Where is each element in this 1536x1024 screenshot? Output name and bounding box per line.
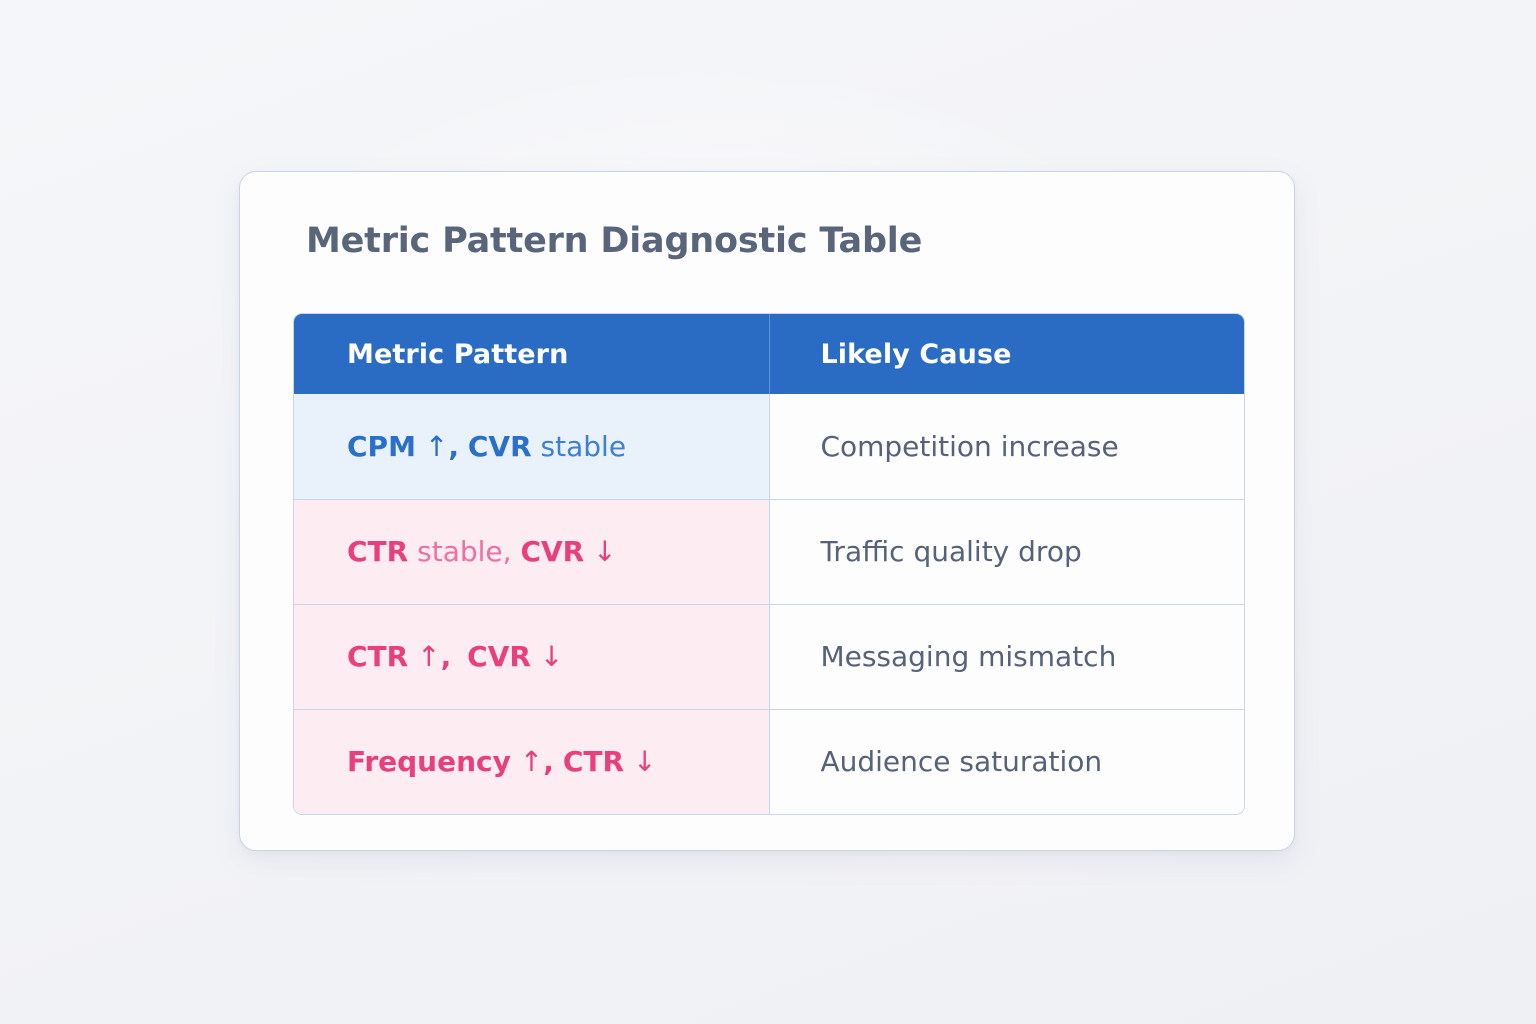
cell-likely-cause: Competition increase bbox=[769, 394, 1244, 499]
arrow-up-icon: ↑ bbox=[417, 640, 441, 673]
metric-token: Frequency bbox=[347, 745, 511, 779]
metric-token: CVR bbox=[467, 429, 532, 463]
diagnostic-card: Metric Pattern Diagnostic Table Metric P… bbox=[239, 171, 1295, 851]
metric-token: CTR bbox=[347, 535, 409, 568]
cell-likely-cause: Messaging mismatch bbox=[769, 603, 1244, 709]
arrow-up-icon: ↑ bbox=[424, 429, 449, 463]
cell-likely-cause: Audience saturation bbox=[769, 708, 1244, 814]
arrow-down-icon: ↓ bbox=[632, 745, 657, 779]
table-row: Frequency ↑, CTR ↓Audience saturation bbox=[294, 708, 1244, 814]
metric-token: stable, bbox=[417, 535, 512, 568]
column-header-metric-pattern: Metric Pattern bbox=[294, 314, 770, 394]
cell-metric-pattern: CTR ↑, CVR ↓ bbox=[294, 603, 770, 709]
table-header: Metric Pattern Likely Cause bbox=[294, 314, 1244, 394]
arrow-down-icon: ↓ bbox=[593, 535, 617, 568]
cell-metric-pattern: CTR stable, CVR ↓ bbox=[294, 498, 770, 604]
table-row: CTR stable, CVR ↓Traffic quality drop bbox=[294, 498, 1244, 604]
metric-token: , bbox=[543, 745, 554, 779]
metric-token: , bbox=[448, 429, 459, 463]
metric-token: , bbox=[440, 640, 452, 673]
cell-likely-cause: Traffic quality drop bbox=[769, 498, 1244, 604]
arrow-down-icon: ↓ bbox=[539, 640, 564, 673]
metric-pattern-diagnostic-table: Metric Pattern Likely Cause CPM ↑, CVR s… bbox=[294, 314, 1244, 814]
metric-token: CVR bbox=[467, 640, 531, 673]
cell-metric-pattern: CPM ↑, CVR stable bbox=[294, 394, 770, 499]
metric-token: CPM bbox=[347, 429, 416, 463]
metric-token: CTR bbox=[562, 745, 625, 779]
arrow-up-icon: ↑ bbox=[519, 745, 544, 779]
page-title: Metric Pattern Diagnostic Table bbox=[306, 221, 923, 261]
cell-metric-pattern: Frequency ↑, CTR ↓ bbox=[294, 708, 770, 814]
metric-token: CVR bbox=[520, 535, 585, 568]
table-row: CTR ↑, CVR ↓Messaging mismatch bbox=[294, 603, 1244, 709]
column-header-likely-cause: Likely Cause bbox=[769, 314, 1244, 394]
metric-token: stable bbox=[540, 429, 627, 463]
diagnostic-table-container: Metric Pattern Likely Cause CPM ↑, CVR s… bbox=[293, 313, 1245, 815]
table-header-row: Metric Pattern Likely Cause bbox=[294, 314, 1244, 394]
metric-token: CTR bbox=[347, 640, 409, 673]
